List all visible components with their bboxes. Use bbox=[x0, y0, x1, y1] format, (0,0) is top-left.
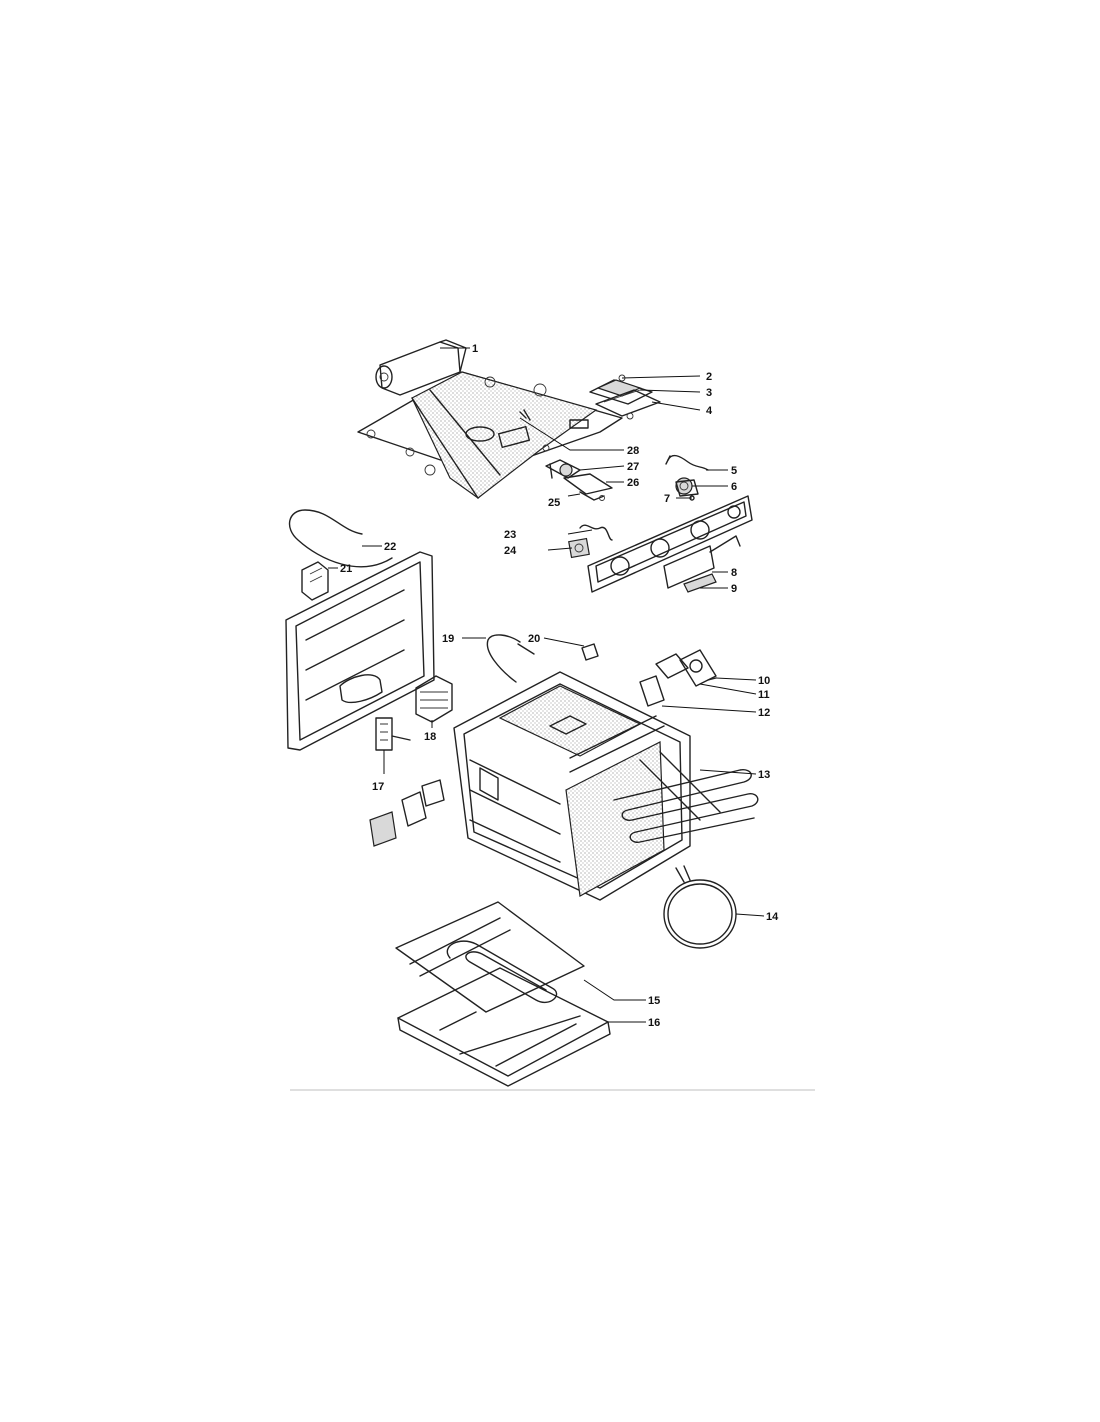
callout-27: 27 bbox=[627, 461, 639, 473]
part-2-3-4-control-board bbox=[589, 374, 661, 420]
callout-11: 11 bbox=[758, 689, 770, 701]
lamp-cover-parts bbox=[369, 779, 445, 847]
callout-1: 1 bbox=[472, 343, 478, 355]
callout-15: 15 bbox=[648, 995, 660, 1007]
callout-10: 10 bbox=[758, 675, 770, 687]
part-1-tangential-fan bbox=[375, 339, 467, 396]
callout-24: 24 bbox=[504, 545, 517, 557]
callout-17: 17 bbox=[372, 781, 384, 793]
part-19-20-wiring bbox=[486, 634, 599, 683]
callout-5: 5 bbox=[731, 465, 737, 477]
part-5-6-7-motor-assembly bbox=[665, 454, 709, 501]
callout-28: 28 bbox=[627, 445, 639, 457]
part-17-door-switch bbox=[375, 717, 411, 751]
callout-22: 22 bbox=[384, 541, 396, 553]
part-16-bottom-tray bbox=[397, 967, 611, 1087]
leader-lines bbox=[328, 347, 765, 1023]
callout-2: 2 bbox=[706, 371, 712, 383]
callout-16: 16 bbox=[648, 1017, 660, 1029]
callout-13: 13 bbox=[758, 769, 770, 781]
part-15-bottom-element bbox=[395, 901, 585, 1013]
callout-26: 26 bbox=[627, 477, 639, 489]
part-18-selector-switch bbox=[415, 675, 453, 723]
callout-12: 12 bbox=[758, 707, 770, 719]
part-25-28-switch-components bbox=[519, 409, 613, 501]
ceiling-plate bbox=[357, 371, 623, 499]
callout-9: 9 bbox=[731, 583, 737, 595]
control-panel bbox=[587, 495, 753, 593]
callout-25: 25 bbox=[548, 497, 560, 509]
part-13-grill-element bbox=[613, 751, 759, 843]
callout-20: 20 bbox=[528, 633, 540, 645]
part-23-24-thermostat bbox=[568, 524, 613, 559]
oven-cavity bbox=[453, 671, 691, 901]
callout-6: 6 bbox=[731, 481, 737, 493]
part-21-22-cable-connector bbox=[288, 509, 393, 601]
callout-18: 18 bbox=[424, 731, 436, 743]
part-10-11-12-lamp-and-seals bbox=[639, 649, 717, 707]
callout-labels: 1 2 3 4 5 6 7 8 9 10 11 12 13 14 15 16 1… bbox=[340, 343, 779, 1029]
oven-door bbox=[285, 551, 435, 751]
callout-21: 21 bbox=[340, 563, 352, 575]
callout-4: 4 bbox=[706, 405, 713, 417]
callout-14: 14 bbox=[766, 911, 779, 923]
callout-3: 3 bbox=[706, 387, 712, 399]
callout-19: 19 bbox=[442, 633, 454, 645]
callout-23: 23 bbox=[504, 529, 516, 541]
part-14-circular-element bbox=[663, 865, 737, 949]
callout-8: 8 bbox=[731, 567, 737, 579]
callout-7: 7 bbox=[664, 493, 670, 505]
